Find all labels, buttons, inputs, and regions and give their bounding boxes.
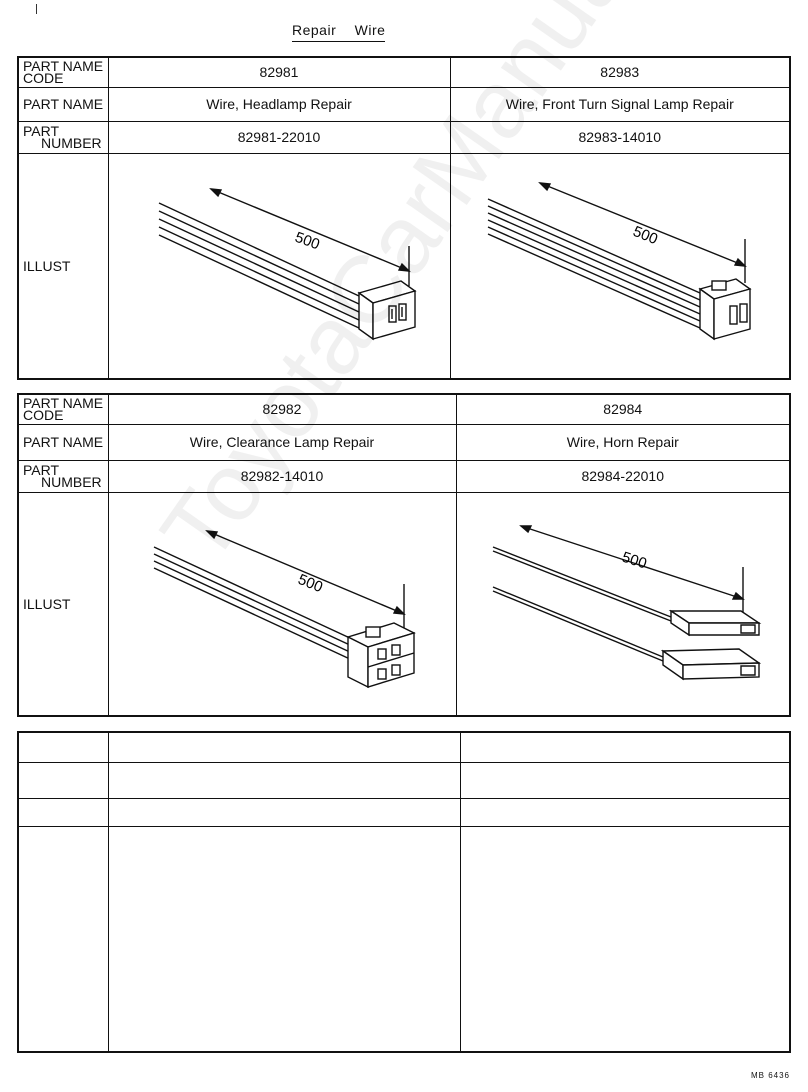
empty-cell [17, 825, 109, 1053]
dimension-label: 500 [296, 571, 326, 596]
title-word-repair: Repair [292, 22, 337, 38]
corner-mark [36, 4, 43, 14]
illustration-clearance-lamp-wire: 500 [107, 491, 457, 717]
wire-harness-drawing-2: 500 [492, 525, 762, 681]
part-code: 82981 [107, 56, 451, 88]
wire-harness-drawing-4: 500 [153, 529, 416, 688]
part-code: 82984 [455, 393, 791, 425]
empty-cell [459, 761, 791, 799]
part-number: 82984-22010 [455, 459, 791, 493]
illustration-headlamp-wire: 500 [107, 152, 451, 380]
illustration-front-turn-signal-wire: 500 [449, 152, 791, 380]
empty-cell [17, 731, 109, 763]
part-number: 82982-14010 [107, 459, 457, 493]
label-part-name: PART NAME [17, 86, 109, 122]
empty-cell [17, 797, 109, 827]
dimension-label: 500 [620, 548, 649, 572]
parts-table-3-empty [17, 731, 791, 1053]
page-title: Repair Wire [292, 22, 386, 42]
dimension-label: 500 [630, 223, 660, 248]
part-number: 82983-14010 [449, 120, 791, 154]
empty-cell [107, 731, 461, 763]
title-word-wire: Wire [354, 22, 386, 38]
part-name: Wire, Horn Repair [455, 423, 791, 461]
empty-cell [107, 825, 461, 1053]
illustration-horn-wire: 500 [455, 491, 791, 717]
part-name: Wire, Headlamp Repair [107, 86, 451, 122]
empty-cell [459, 825, 791, 1053]
part-name: Wire, Front Turn Signal Lamp Repair [449, 86, 791, 122]
wire-harness-drawing-6: 500 [487, 181, 752, 341]
empty-cell [107, 761, 461, 799]
part-number: 82981-22010 [107, 120, 451, 154]
footer-code: MB 6436 [750, 1071, 790, 1080]
empty-cell [459, 731, 791, 763]
part-code: 82982 [107, 393, 457, 425]
wire-harness-drawing-5: 500 [158, 187, 417, 341]
empty-cell [17, 761, 109, 799]
part-name: Wire, Clearance Lamp Repair [107, 423, 457, 461]
label-illust: ILLUST [17, 491, 109, 717]
label-part-name: PART NAME [17, 423, 109, 461]
empty-cell [459, 797, 791, 827]
empty-cell [107, 797, 461, 827]
part-code: 82983 [449, 56, 791, 88]
label-illust: ILLUST [17, 152, 109, 380]
